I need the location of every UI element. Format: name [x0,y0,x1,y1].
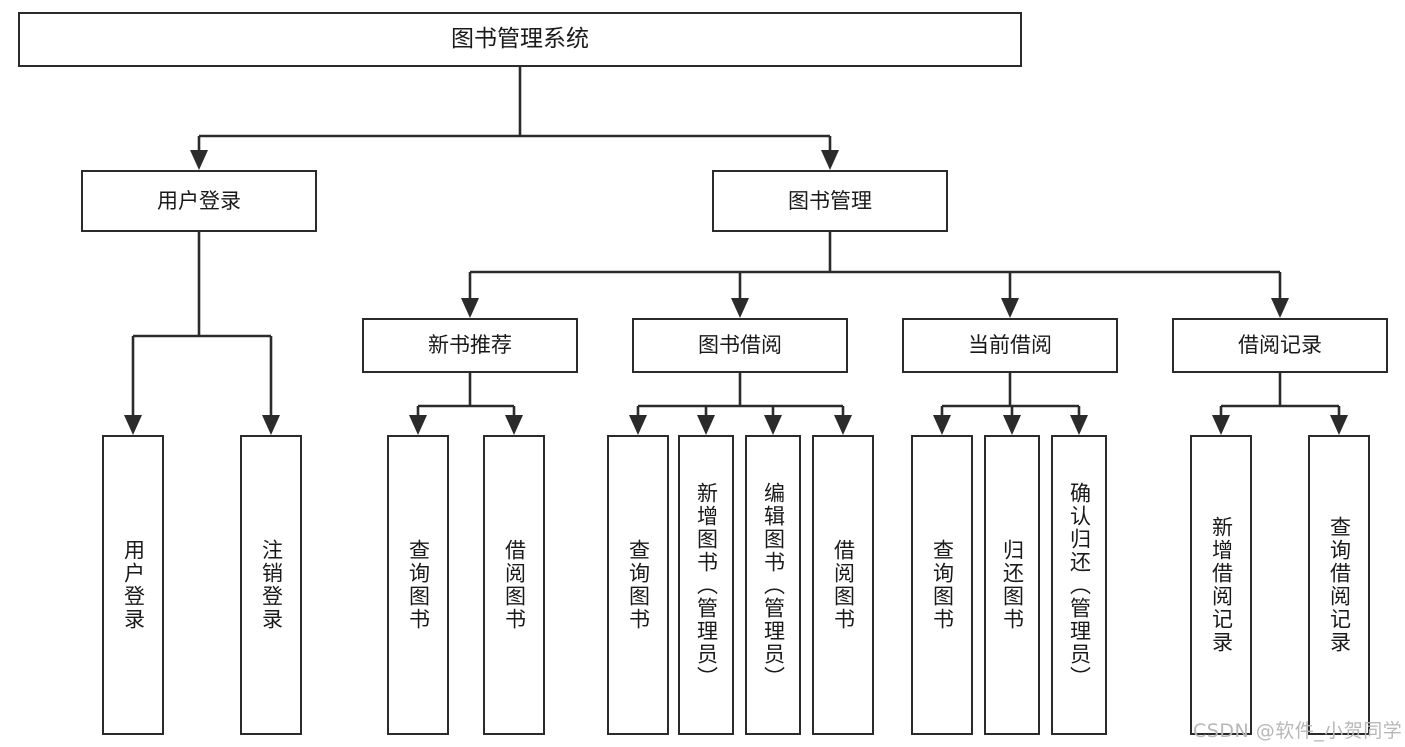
leaf-query-book-4[interactable]: 查询图书 [607,435,669,735]
node-label: 编辑图书（管理员） [761,481,786,689]
node-new-book-recommend[interactable]: 新书推荐 [362,318,578,373]
node-label: 图书管理 [788,188,872,213]
node-book-management[interactable]: 图书管理 [712,170,948,232]
node-label: 新增借阅记录 [1209,516,1234,654]
node-label: 新增图书（管理员） [694,481,719,689]
node-current-borrow[interactable]: 当前借阅 [902,318,1118,373]
node-label: 注销登录 [259,539,284,631]
node-borrow-record[interactable]: 借阅记录 [1172,318,1388,373]
watermark-text: CSDN @软件_小贺同学 [1193,720,1403,742]
node-label: 当前借阅 [968,333,1052,358]
node-label: 借阅图书 [831,539,856,631]
leaf-confirm-return-admin-10[interactable]: 确认归还（管理员） [1051,435,1107,735]
node-user-login[interactable]: 用户登录 [81,170,317,232]
leaf-borrow-book-7[interactable]: 借阅图书 [812,435,874,735]
node-root[interactable]: 图书管理系统 [18,12,1022,67]
node-label: 借阅记录 [1238,333,1322,358]
leaf-query-book-2[interactable]: 查询图书 [387,435,449,735]
leaf-user-login-0[interactable]: 用户登录 [102,435,164,735]
node-label: 用户登录 [157,188,241,213]
node-label: 归还图书 [1000,539,1025,631]
leaf-user-logout-1[interactable]: 注销登录 [240,435,302,735]
node-label: 确认归还（管理员） [1067,481,1092,689]
node-label: 查询图书 [930,539,955,631]
leaf-query-book-8[interactable]: 查询图书 [911,435,973,735]
node-label: 图书管理系统 [451,25,589,52]
leaf-add-borrow-record-11[interactable]: 新增借阅记录 [1190,435,1252,735]
node-label: 查询图书 [406,539,431,631]
node-label: 图书借阅 [698,333,782,358]
node-label: 新书推荐 [428,333,512,358]
leaf-query-borrow-record-12[interactable]: 查询借阅记录 [1308,435,1370,735]
leaf-borrow-book-3[interactable]: 借阅图书 [483,435,545,735]
leaf-add-book-admin-5[interactable]: 新增图书（管理员） [678,435,734,735]
node-label: 查询借阅记录 [1327,516,1352,654]
leaf-return-book-9[interactable]: 归还图书 [984,435,1040,735]
node-label: 查询图书 [626,539,651,631]
node-label: 用户登录 [121,539,146,631]
node-book-borrow[interactable]: 图书借阅 [632,318,848,373]
leaf-edit-book-admin-6[interactable]: 编辑图书（管理员） [745,435,801,735]
node-label: 借阅图书 [502,539,527,631]
